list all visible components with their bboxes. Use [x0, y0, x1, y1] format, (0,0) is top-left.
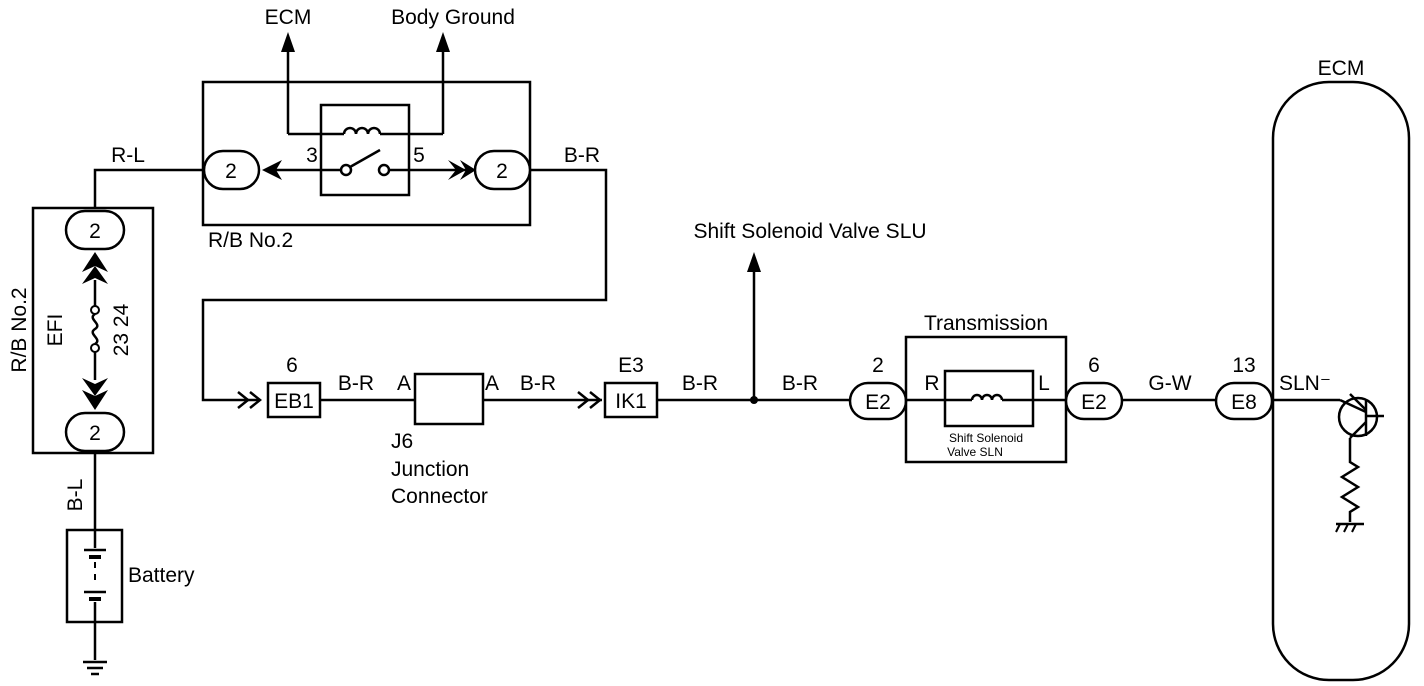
chevron-up-icon	[82, 252, 108, 272]
wire-rl-label: R-L	[111, 144, 145, 167]
transistor-icon	[1273, 393, 1384, 455]
chevron-right-icon	[460, 160, 476, 180]
j6-junction-label: Junction	[391, 458, 469, 481]
sln-pin-r: R	[924, 372, 939, 395]
j6-label: J6	[391, 430, 413, 453]
arrow-up-icon	[281, 32, 295, 134]
connector-rb-fuse-bottom-label: 2	[89, 422, 101, 445]
relay-inner-box	[319, 103, 411, 197]
j6-junction-connector	[413, 372, 485, 426]
connector-rb-fuse-bottom	[64, 411, 126, 453]
j6-pin-a-left: A	[397, 372, 411, 395]
connector-rb-fuse-top-label: 2	[89, 220, 101, 243]
transmission-label: Transmission	[924, 312, 1048, 335]
connector-ik1-pin: E3	[618, 354, 644, 377]
connector-eb1-label: EB1	[274, 390, 314, 413]
wire-br-ik1-label: B-R	[682, 372, 718, 395]
connector-e8-pin: 13	[1232, 354, 1255, 377]
chevron-right-icon	[448, 160, 466, 180]
chevron-down-icon	[82, 378, 108, 396]
shift-sln-label-2: Valve SLN	[947, 445, 1003, 459]
shift-sln-label-1: Shift Solenoid	[949, 431, 1023, 445]
relay-coil-icon	[288, 126, 443, 136]
body-ground-label: Body Ground	[391, 6, 515, 29]
connector-e8-label: E8	[1231, 391, 1257, 414]
wire-br-j6-label: B-R	[520, 372, 556, 395]
arrow-up-icon	[436, 32, 450, 134]
ecm-box	[1271, 80, 1411, 682]
relay-block-box	[201, 80, 532, 227]
connector-rb-relay-left-label: 2	[225, 160, 237, 183]
battery-label: Battery	[128, 564, 195, 587]
chevron-right-icon	[249, 391, 263, 409]
fuse-pins-label: 23 24	[110, 303, 133, 356]
chevron-down-icon	[82, 390, 108, 410]
connector-e2-right-pin: 6	[1088, 354, 1100, 377]
sln-solenoid-box	[943, 369, 1035, 428]
connector-e2-right-label: E2	[1081, 391, 1107, 414]
efi-label: EFI	[44, 314, 67, 347]
shift-slu-label: Shift Solenoid Valve SLU	[693, 220, 926, 243]
connector-e2-left-pin: 2	[872, 354, 884, 377]
relay-block-label: R/B No.2	[208, 229, 293, 252]
chevron-right-icon	[237, 391, 251, 409]
ground-icon	[1335, 522, 1364, 533]
ecm-right-label: ECM	[1318, 57, 1365, 80]
solenoid-coil-icon	[945, 393, 1033, 402]
resistor-icon	[1339, 455, 1361, 522]
wire-br-eb1-label: B-R	[338, 372, 374, 395]
fuse-block-label: R/B No.2	[8, 287, 31, 372]
relay-pin-3: 3	[306, 144, 318, 167]
chevron-up-icon	[82, 266, 108, 284]
chevron-left-icon	[262, 160, 282, 180]
wire-bl-label: B-L	[64, 479, 87, 512]
chevron-right-icon	[589, 391, 603, 409]
sln-pin-label: SLN⁻	[1279, 372, 1331, 395]
sln-pin-l: L	[1038, 372, 1050, 395]
wire-br-relay-label: B-R	[564, 144, 600, 167]
j6-connector-label: Connector	[391, 485, 488, 508]
wire-rl	[93, 168, 204, 208]
ground-icon	[83, 660, 107, 676]
wire-br-relay	[201, 168, 608, 402]
connector-eb1-pin: 6	[286, 354, 298, 377]
wire-gw-label: G-W	[1148, 372, 1191, 395]
connector-rb-relay-right-label: 2	[496, 160, 508, 183]
j6-pin-a-right: A	[485, 372, 499, 395]
fuse-block-box	[31, 206, 155, 455]
fuse-icon	[90, 280, 100, 380]
battery-icon	[65, 528, 124, 660]
wire-br-junction-label: B-R	[782, 372, 818, 395]
relay-pin-5: 5	[413, 144, 425, 167]
connector-rb-fuse-top	[64, 209, 126, 251]
connector-e2-left-label: E2	[865, 391, 891, 414]
arrow-up-icon	[747, 252, 761, 400]
connector-ik1-label: IK1	[615, 390, 647, 413]
chevron-right-icon	[577, 391, 591, 409]
ecm-top-label: ECM	[265, 6, 312, 29]
